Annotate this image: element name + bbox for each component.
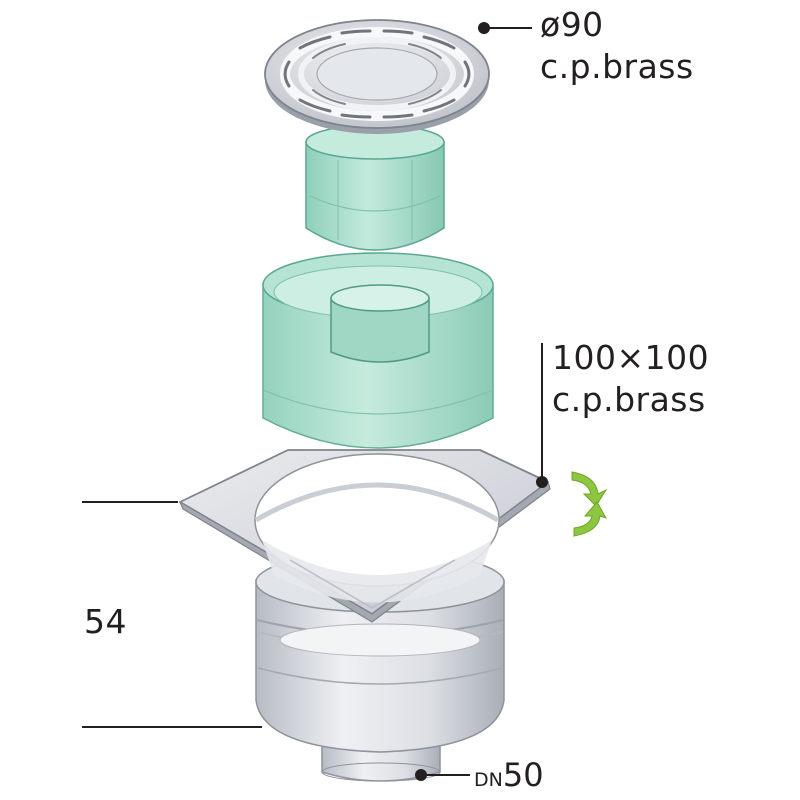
- round-grate: [264, 19, 490, 134]
- grate-callout-leader: [478, 22, 532, 34]
- rotate-arrows-icon: [571, 471, 608, 537]
- height-dimension-label: 54: [84, 602, 127, 641]
- bell-insert: [305, 124, 445, 251]
- outlet-callout-leader: [415, 769, 470, 781]
- water-trap-cup: [262, 252, 494, 449]
- grate-material-label: c.p.brass: [540, 47, 694, 86]
- frame-size-label: 100×100: [552, 338, 710, 377]
- outlet-size-label: DN50: [474, 759, 544, 791]
- square-frame: [179, 449, 551, 623]
- grate-size-label: ø90: [540, 5, 604, 44]
- outlet-number: 50: [502, 756, 544, 794]
- frame-material-label: c.p.brass: [552, 380, 706, 419]
- outlet-prefix: DN: [474, 769, 503, 791]
- frame-callout-leader: [536, 343, 548, 488]
